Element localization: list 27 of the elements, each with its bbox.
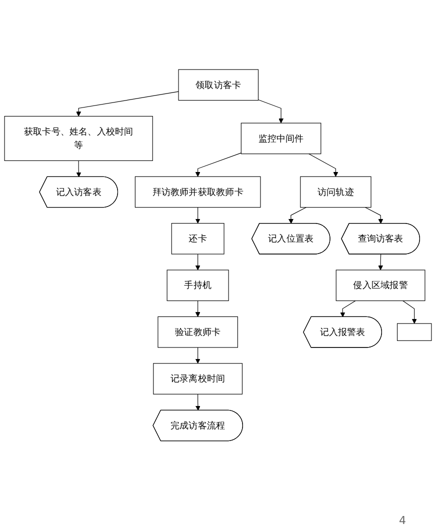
- node-box: 记录离校时间: [153, 362, 243, 394]
- arrow: [288, 206, 306, 224]
- arrow: [195, 206, 200, 224]
- arrow: [340, 300, 356, 318]
- arrow: [364, 206, 384, 224]
- node-box: 还卡: [171, 222, 224, 254]
- node-box: 监控中间件: [240, 122, 322, 154]
- page-number: 4: [399, 514, 406, 527]
- arrow: [195, 346, 200, 364]
- arrow: [76, 91, 179, 116]
- node-box: 领取访客卡: [178, 69, 259, 100]
- arrow: [258, 99, 284, 124]
- arrow: [308, 153, 338, 177]
- node-box: 手持机: [166, 270, 229, 301]
- node-box: 访问轨迹: [300, 176, 372, 208]
- node-box: 拜访教师并获取教师卡: [134, 176, 261, 208]
- arrow: [378, 254, 384, 270]
- arrow: [195, 254, 200, 270]
- node-box: 验证教师卡: [158, 316, 238, 348]
- node-box: 获取卡号、姓名、入校时间等: [4, 116, 153, 161]
- arrow: [195, 300, 200, 317]
- arrow: [195, 394, 200, 410]
- arrow: [402, 300, 417, 324]
- arrow: [76, 160, 82, 177]
- node-box: [396, 323, 432, 341]
- node-box: 侵入区域报警: [336, 270, 426, 301]
- arrow: [195, 152, 242, 177]
